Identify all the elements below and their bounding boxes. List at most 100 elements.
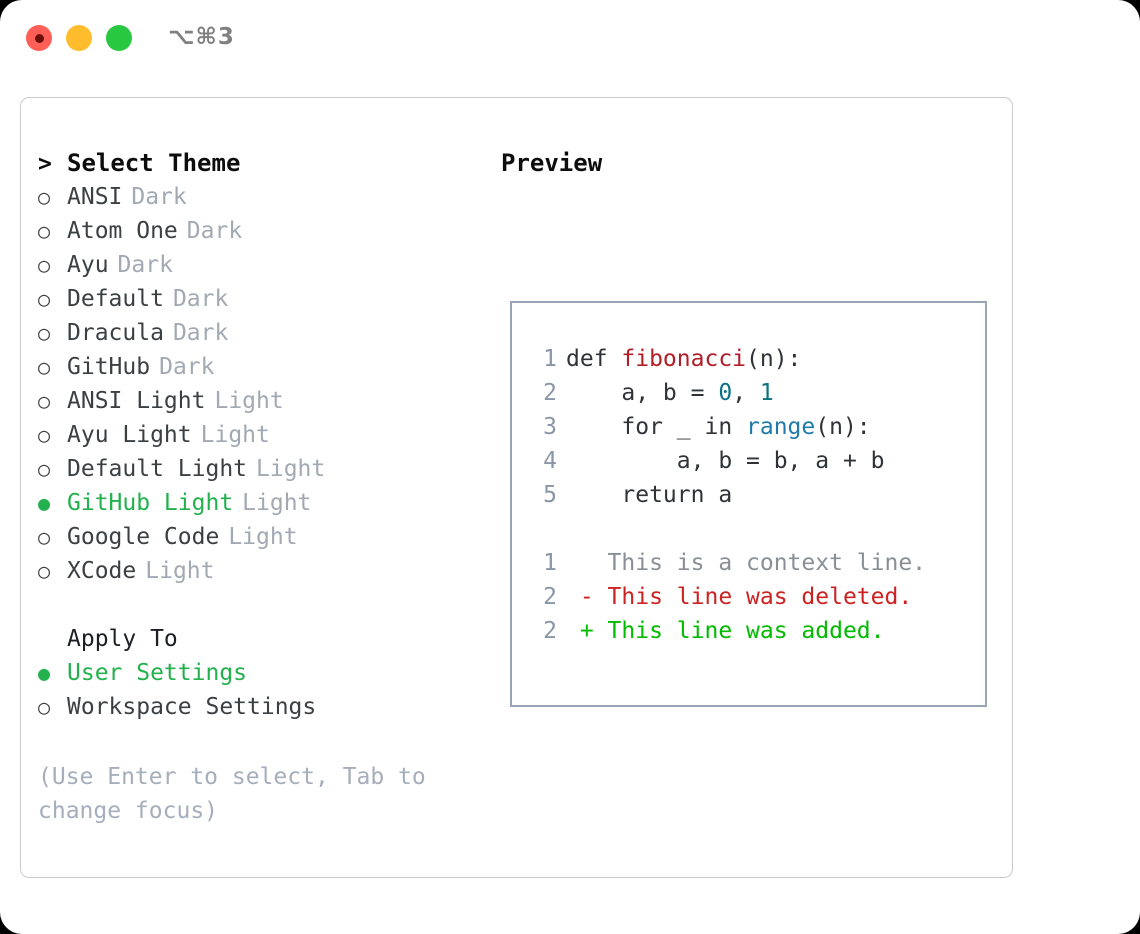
radio-unselected-icon[interactable]: ○ <box>38 253 51 277</box>
theme-list-item[interactable]: ○ GitHub Dark <box>38 350 488 384</box>
radio-unselected-icon[interactable]: ○ <box>38 185 51 209</box>
line-number: 1 <box>543 346 557 372</box>
line-number: 5 <box>543 482 557 508</box>
radio-unselected-icon[interactable]: ○ <box>38 423 51 447</box>
theme-list-item[interactable]: ○ Dracula Dark <box>38 316 488 350</box>
apply-to-label: User Settings <box>67 660 248 686</box>
diff-line: 2 - This line was deleted. <box>532 580 926 614</box>
theme-list-item[interactable]: ○ ANSI Dark <box>38 180 488 214</box>
code-token: (n): <box>746 346 802 372</box>
theme-name-label: ANSI Light <box>67 388 206 414</box>
select-theme-header: > Select Theme <box>38 146 488 180</box>
theme-variant-label: Dark <box>172 286 229 312</box>
line-number: 1 <box>543 550 557 576</box>
theme-name-label: GitHub <box>67 354 151 380</box>
line-number: 2 <box>543 380 557 406</box>
code-token: fibonacci <box>621 346 747 372</box>
theme-variant-label: Dark <box>117 252 173 278</box>
code-token: a, b = b, a + b <box>566 448 885 474</box>
radio-unselected-icon[interactable]: ○ <box>38 219 51 243</box>
theme-name-label: XCode <box>67 558 137 584</box>
apply-to-item[interactable]: ○ Workspace Settings <box>38 690 488 724</box>
radio-unselected-icon[interactable]: ○ <box>38 695 51 719</box>
radio-unselected-icon[interactable]: ○ <box>38 525 51 549</box>
line-number: 4 <box>543 448 557 474</box>
diff-line: 2 + This line was added. <box>532 614 926 648</box>
radio-selected-icon[interactable]: ● <box>38 661 51 685</box>
theme-list-item[interactable]: ○ ANSI Light Light <box>38 384 488 418</box>
code-token: 1 <box>759 380 774 406</box>
code-token: (n): <box>815 414 871 440</box>
code-spacer <box>532 512 926 546</box>
radio-unselected-icon[interactable]: ○ <box>38 355 51 379</box>
theme-variant-label: Light <box>228 524 298 550</box>
code-line: 1 def fibonacci(n): <box>532 342 926 376</box>
theme-name-label: Ayu <box>67 252 109 278</box>
code-line: 4 a, b = b, a + b <box>532 444 926 478</box>
code-token: def <box>566 346 622 372</box>
code-line: 5 return a <box>532 478 926 512</box>
code-token: range <box>746 414 816 440</box>
select-theme-header-label: Select Theme <box>67 149 241 177</box>
theme-list-item[interactable]: ○ Ayu Light Light <box>38 418 488 452</box>
preview-column: Preview <box>501 146 602 180</box>
theme-variant-label: Light <box>242 490 312 516</box>
theme-variant-label: Light <box>214 388 284 414</box>
theme-name-label: GitHub Light <box>67 490 234 516</box>
diff-block: 1 This is a context line.2 - This line w… <box>532 546 926 648</box>
apply-to-header: ○ Apply To <box>38 622 488 656</box>
theme-variant-label: Light <box>200 422 270 448</box>
line-number: 2 <box>543 618 557 644</box>
theme-name-label: Ayu Light <box>67 422 192 448</box>
minimize-button[interactable] <box>66 25 92 51</box>
theme-name-label: ANSI <box>67 184 123 210</box>
theme-list-item[interactable]: ○ Ayu Dark <box>38 248 488 282</box>
theme-list-item[interactable]: ○ Atom One Dark <box>38 214 488 248</box>
apply-to-item[interactable]: ● User Settings <box>38 656 488 690</box>
theme-list-item[interactable]: ○ Default Light Light <box>38 452 488 486</box>
theme-variant-label: Dark <box>172 320 229 346</box>
radio-unselected-icon[interactable]: ○ <box>38 321 51 345</box>
theme-name-label: Default Light <box>67 456 248 482</box>
diff-line-text: - This line was deleted. <box>566 584 913 610</box>
theme-list-item[interactable]: ○ XCode Light <box>38 554 488 588</box>
prompt-caret-icon: > <box>38 151 52 177</box>
theme-name-label: Dracula <box>67 320 164 346</box>
theme-variant-label: Dark <box>159 354 215 380</box>
diff-line: 1 This is a context line. <box>532 546 926 580</box>
theme-name-label: Atom One <box>67 218 178 244</box>
line-number: 2 <box>543 584 557 610</box>
theme-variant-label: Light <box>256 456 326 482</box>
theme-list-item[interactable]: ○ Google Code Light <box>38 520 488 554</box>
title-bar: ⌥⌘3 <box>0 0 1140 76</box>
theme-name-label: Google Code <box>67 524 220 550</box>
apply-to-list: ● User Settings ○ Workspace Settings <box>38 656 488 724</box>
radio-unselected-icon[interactable]: ○ <box>38 389 51 413</box>
theme-list-item[interactable]: ● GitHub Light Light <box>38 486 488 520</box>
code-token: return a <box>566 482 733 508</box>
maximize-button[interactable] <box>106 25 132 51</box>
preview-title: Preview <box>501 149 603 177</box>
theme-variant-label: Dark <box>131 184 187 210</box>
radio-unselected-icon[interactable]: ○ <box>38 287 51 311</box>
theme-variant-label: Light <box>145 558 215 584</box>
radio-unselected-icon[interactable]: ○ <box>38 559 51 583</box>
apply-to-label: Workspace Settings <box>67 694 317 720</box>
radio-selected-icon[interactable]: ● <box>38 491 51 515</box>
theme-variant-label: Dark <box>186 218 243 244</box>
keyboard-hint-text: (Use Enter to select, Tab to change focu… <box>38 764 426 824</box>
line-number: 3 <box>543 414 557 440</box>
close-button[interactable] <box>26 25 52 51</box>
traffic-lights <box>26 25 132 51</box>
keyboard-shortcut-label: ⌥⌘3 <box>168 24 235 50</box>
code-token: , <box>732 380 760 406</box>
radio-unselected-icon[interactable]: ○ <box>38 457 51 481</box>
spacer-bullet: ○ <box>38 622 67 656</box>
